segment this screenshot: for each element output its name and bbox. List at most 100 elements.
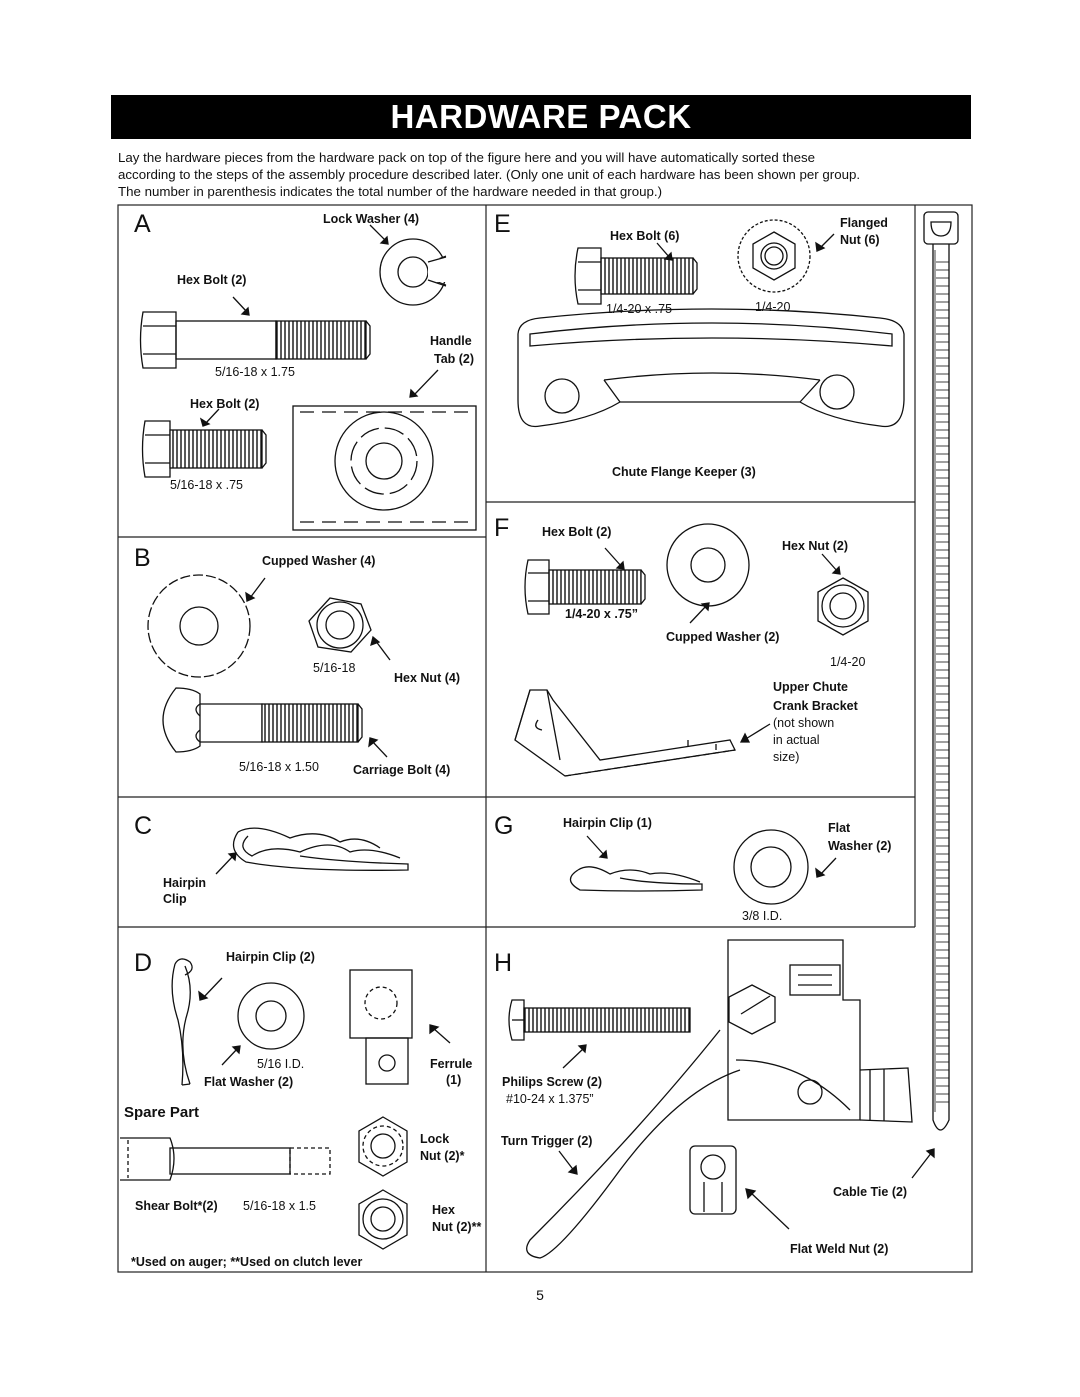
- cupped-washer-icon: [147, 574, 251, 678]
- upper-chute-label: Upper Chute: [773, 680, 848, 694]
- hex-bolt-icon: [524, 559, 646, 615]
- philips-screw-size: #10-24 x 1.375”: [506, 1092, 594, 1106]
- not-shown-note: (not shown: [773, 716, 834, 730]
- flat-label: Flat: [828, 821, 851, 835]
- cupped-washer-label: Cupped Washer (2): [666, 630, 779, 644]
- philips-screw-label: Philips Screw (2): [502, 1075, 602, 1089]
- hex-bolt-size: 5/16-18 x .75: [170, 478, 243, 492]
- hex-bolt-size: 5/16-18 x 1.75: [215, 365, 295, 379]
- section-letter-f: F: [494, 514, 509, 542]
- cupped-washer-icon: [666, 523, 750, 607]
- carriage-bolt-icon: [162, 687, 363, 753]
- carriage-bolt-size: 5/16-18 x 1.50: [239, 760, 319, 774]
- handle-label: Handle: [430, 334, 472, 348]
- shear-bolt-icon: [120, 1137, 331, 1181]
- intro-paragraph: Lay the hardware pieces from the hardwar…: [118, 149, 968, 200]
- flat-weld-nut-label: Flat Weld Nut (2): [790, 1242, 888, 1256]
- not-shown-note: size): [773, 750, 799, 764]
- section-a: [139, 224, 477, 531]
- hex-bolt-long-icon: [139, 311, 371, 369]
- hex-bolt-label: Hex Bolt (2): [177, 273, 246, 287]
- hex-bolt-size: 1/4-20 x .75: [606, 302, 672, 316]
- ferrule-qty: (1): [446, 1073, 461, 1087]
- flat-washer-icon: [733, 829, 809, 905]
- section-letter-d: D: [134, 949, 152, 977]
- hex-bolt-size: 1/4-20 x .75”: [565, 607, 638, 621]
- washer-id: 5/16 I.D.: [257, 1057, 304, 1071]
- lock-washer-icon: [379, 238, 448, 306]
- cable-tie-icon: [923, 211, 959, 1131]
- intro-line: according to the steps of the assembly p…: [118, 167, 861, 182]
- nut-size: 1/4-20: [755, 300, 790, 314]
- shear-bolt-size: 5/16-18 x 1.5: [243, 1199, 316, 1213]
- flanged-nut-icon: [737, 219, 811, 293]
- hex-nut-icon: [358, 1189, 408, 1250]
- section-h: [508, 211, 959, 1259]
- section-letter-e: E: [494, 210, 511, 238]
- intro-line: The number in parenthesis indicates the …: [118, 184, 663, 199]
- hairpin-clip-icon: [232, 827, 409, 871]
- ferrule-icon: [349, 969, 413, 1085]
- tab-label: Tab (2): [434, 352, 474, 366]
- hex-label: Hex: [432, 1203, 455, 1217]
- flanged-nut-label: Nut (6): [840, 233, 880, 247]
- lock-label: Lock: [420, 1132, 449, 1146]
- frame-grid: [117, 204, 973, 1273]
- flat-weld-nut-icon: [689, 1145, 737, 1215]
- chute-flange-keeper-label: Chute Flange Keeper (3): [612, 465, 756, 479]
- flanged-label: Flanged: [840, 216, 888, 230]
- hex-bolt-label: Hex Bolt (6): [610, 229, 679, 243]
- nut-size: 5/16-18: [313, 661, 355, 675]
- section-letter-h: H: [494, 949, 512, 977]
- hex-bolt-short-icon: [141, 420, 267, 478]
- hex-nut-icon: [308, 597, 372, 653]
- lock-nut-label: Nut (2)*: [420, 1149, 465, 1163]
- hairpin-clip-label: Hairpin Clip (1): [563, 816, 652, 830]
- section-e: [517, 219, 905, 428]
- flat-washer-icon: [237, 982, 305, 1050]
- cable-tie-label: Cable Tie (2): [833, 1185, 907, 1199]
- hairpin-clip-icon: [569, 866, 703, 892]
- section-c: [215, 827, 409, 875]
- page-title: HARDWARE PACK: [111, 95, 971, 139]
- spare-part-heading: Spare Part: [124, 1104, 199, 1121]
- lock-nut-icon: [358, 1116, 408, 1177]
- flat-washer-label: Washer (2): [828, 839, 891, 853]
- section-d: [120, 958, 451, 1250]
- section-f: [514, 523, 869, 777]
- washer-id: 3/8 I.D.: [742, 909, 782, 923]
- section-letter-b: B: [134, 544, 151, 572]
- lock-washer-label: Lock Washer (4): [323, 212, 419, 226]
- hex-bolt-label: Hex Bolt (2): [190, 397, 259, 411]
- clip-label: Clip: [163, 892, 187, 906]
- carriage-bolt-label: Carriage Bolt (4): [353, 763, 450, 777]
- footnote: *Used on auger; **Used on clutch lever: [131, 1255, 362, 1269]
- section-letter-g: G: [494, 812, 513, 840]
- cupped-washer-label: Cupped Washer (4): [262, 554, 375, 568]
- hex-bolt-label: Hex Bolt (2): [542, 525, 611, 539]
- hex-bolt-icon: [574, 247, 698, 305]
- handle-tab-icon: [292, 405, 477, 531]
- hairpin-clip-label: Hairpin Clip (2): [226, 950, 315, 964]
- nut-size: 1/4-20: [830, 655, 865, 669]
- page-number: 5: [536, 1287, 544, 1303]
- upper-chute-crank-bracket-icon: [514, 689, 736, 777]
- not-shown-note: in actual: [773, 733, 820, 747]
- hex-nut-icon: [817, 577, 869, 636]
- flat-washer-label: Flat Washer (2): [204, 1075, 293, 1089]
- hex-nut-label: Hex Nut (4): [394, 671, 460, 685]
- hairpin-clip-icon: [171, 958, 193, 1086]
- hex-nut-label: Hex Nut (2): [782, 539, 848, 553]
- ferrule-label: Ferrule: [430, 1057, 472, 1071]
- turn-trigger-label: Turn Trigger (2): [501, 1134, 592, 1148]
- intro-line: Lay the hardware pieces from the hardwar…: [118, 150, 816, 165]
- shear-bolt-label: Shear Bolt*(2): [135, 1199, 218, 1213]
- section-letter-a: A: [134, 210, 151, 238]
- section-b: [147, 574, 391, 758]
- hex-nut-label: Nut (2)**: [432, 1220, 481, 1234]
- cable-tie-teeth: [936, 261, 949, 1103]
- turn-trigger-icon: [526, 939, 913, 1259]
- philips-screw-icon: [508, 999, 691, 1041]
- chute-flange-keeper-icon: [517, 308, 905, 428]
